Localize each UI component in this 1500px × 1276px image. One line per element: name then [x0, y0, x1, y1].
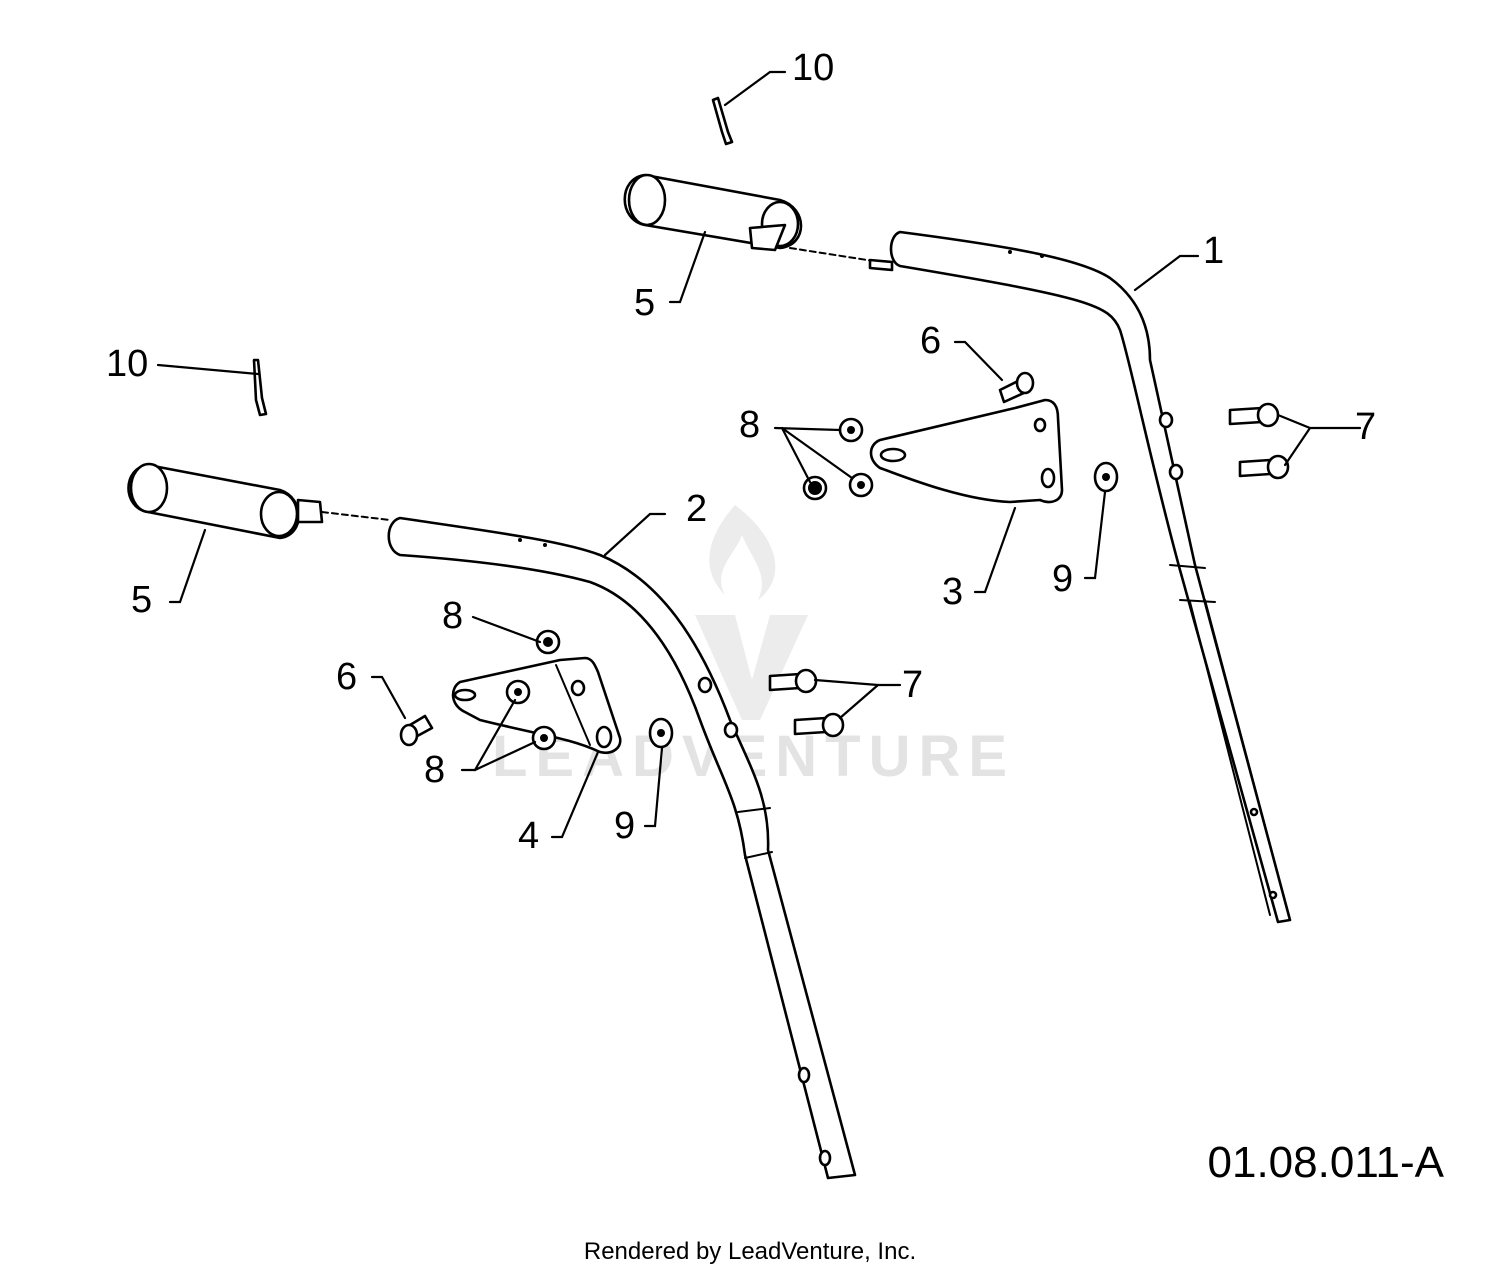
upper-handle-left — [387, 516, 857, 1180]
callout-7-right: 7 — [1355, 406, 1376, 448]
callout-6-left: 6 — [336, 656, 357, 698]
bolt-left — [399, 714, 434, 747]
pin-right — [711, 96, 734, 146]
callout-6-right: 6 — [920, 320, 941, 362]
upper-handle-right — [889, 230, 1292, 924]
washers-right — [802, 417, 874, 501]
callout-labels: 1 2 3 4 5 5 6 6 7 7 8 8 8 9 9 10 10 — [106, 47, 1376, 857]
callout-5-right: 5 — [634, 282, 655, 324]
grip-right — [623, 173, 894, 272]
leader-lines — [156, 70, 1362, 839]
callout-1: 1 — [1203, 230, 1224, 272]
washers-left — [505, 629, 561, 751]
bolt-right — [998, 371, 1035, 404]
bracket-right — [869, 398, 1064, 504]
bracket-left — [451, 656, 622, 754]
callout-9-right: 9 — [1052, 558, 1073, 600]
pin-left — [252, 358, 268, 417]
callout-8-right: 8 — [739, 404, 760, 446]
callout-10-right: 10 — [792, 47, 834, 89]
callout-3: 3 — [942, 571, 963, 613]
figure-code: 01.08.011-A — [1207, 1138, 1444, 1187]
spacer-right — [1093, 461, 1119, 493]
callout-5-left: 5 — [131, 579, 152, 621]
footer-credit: Rendered by LeadVenture, Inc. — [583, 1238, 917, 1265]
bolts-left — [768, 668, 845, 738]
callout-4: 4 — [518, 815, 539, 857]
callout-8-left-upper: 8 — [442, 595, 463, 637]
callout-7-left: 7 — [902, 664, 923, 706]
callout-9-left: 9 — [614, 805, 635, 847]
callout-2: 2 — [686, 488, 707, 530]
spacer-left — [648, 717, 674, 749]
callout-10-left: 10 — [106, 343, 148, 385]
grip-left — [127, 462, 391, 540]
callout-8-left-lower: 8 — [424, 749, 445, 791]
